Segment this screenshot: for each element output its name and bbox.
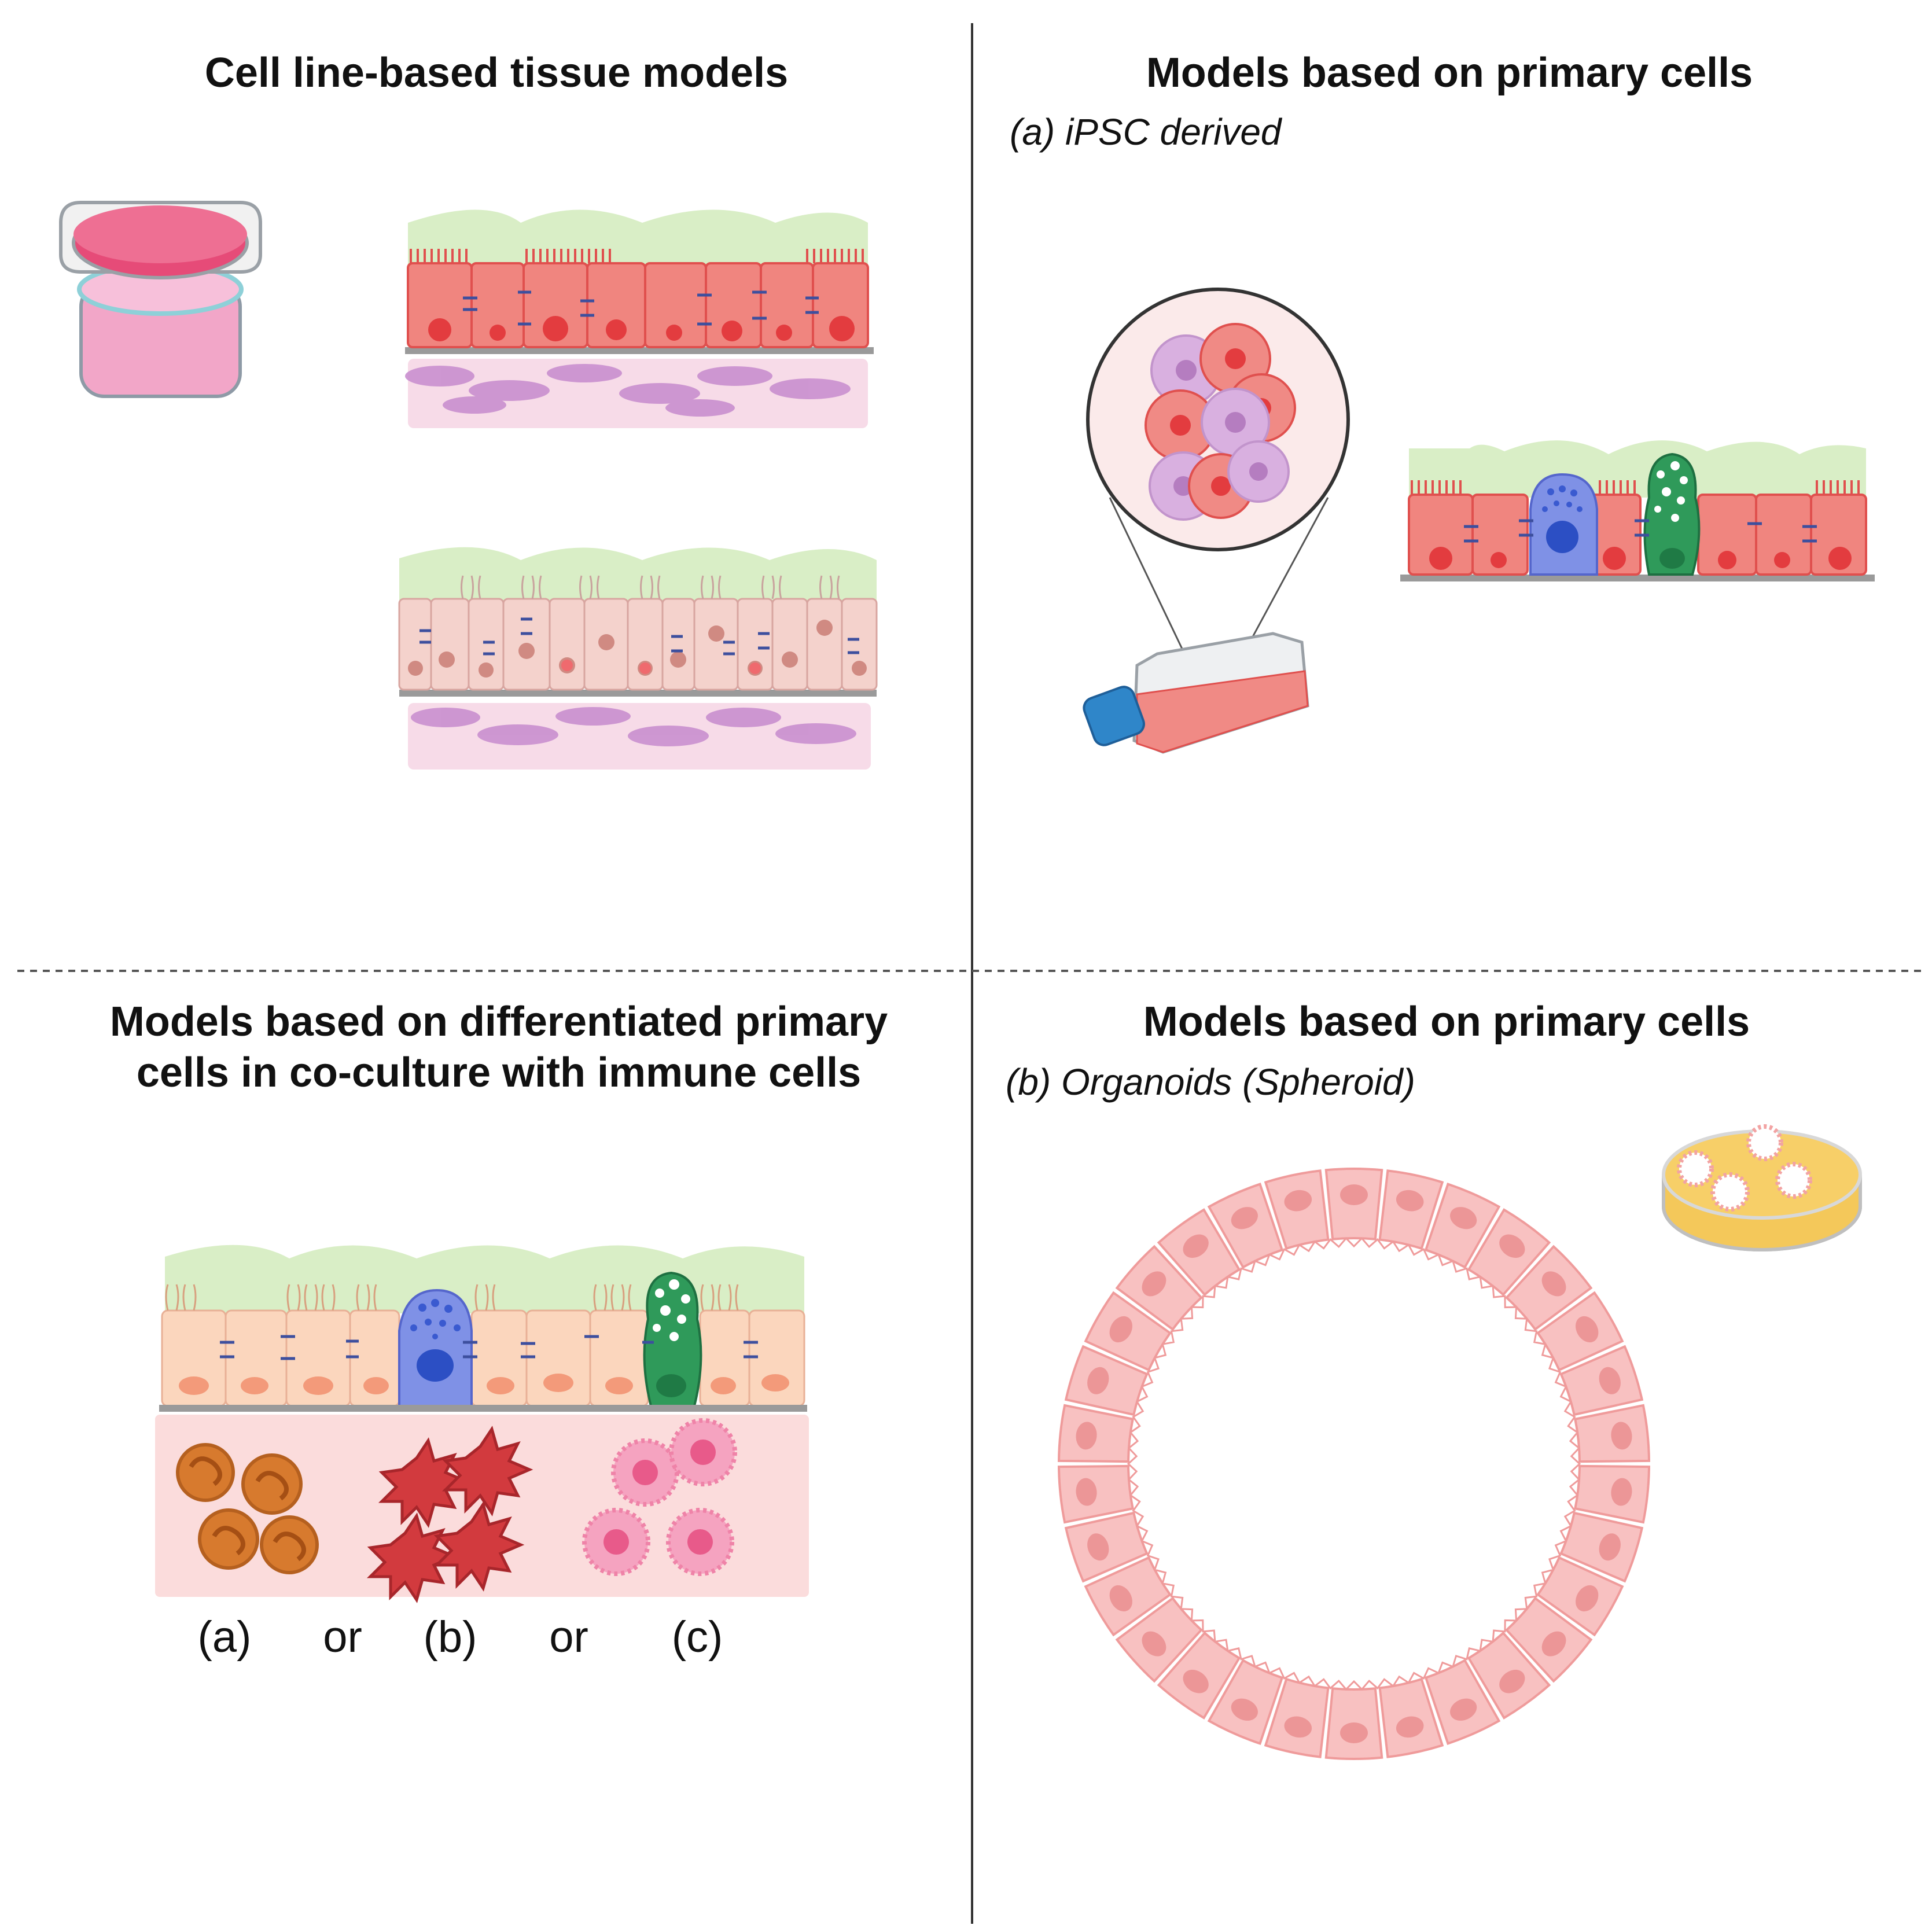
organoid-cell-nucleus (1109, 1585, 1132, 1612)
label-immune-a: (a) (198, 1613, 252, 1662)
immune-cell-compartment (155, 1415, 809, 1603)
immune-cell-type-c (582, 1418, 737, 1576)
organoid-cell-nucleus (1599, 1533, 1621, 1561)
organoid-cell-nucleus (1611, 1422, 1632, 1450)
culture-flask-icon (1083, 632, 1309, 754)
organoid-cell-nucleus (1183, 1669, 1209, 1694)
organoid-cell-nucleus (1396, 1716, 1424, 1738)
organoid-cell-nucleus (1599, 1367, 1621, 1394)
ipsc-colony-zoom (1086, 288, 1350, 551)
organoid-cell-nucleus (1396, 1190, 1424, 1212)
organoid-cell-nucleus (1284, 1716, 1312, 1738)
organoid-cell-nucleus (1231, 1698, 1258, 1721)
panel-title-co-culture-line1: Models based on differentiated primary (110, 999, 888, 1045)
organoid-cell-nucleus (1076, 1422, 1097, 1450)
organoid-lumen (1127, 1237, 1581, 1691)
organoid-cell-nucleus (1284, 1190, 1312, 1212)
organoid-cell-nucleus (1499, 1669, 1525, 1694)
organoid-cell-nucleus (1340, 1184, 1368, 1205)
immune-cell-type-a (176, 1443, 319, 1574)
organoid-cell-nucleus (1541, 1271, 1566, 1297)
organoid-cell-nucleus (1087, 1367, 1109, 1394)
organoid-cell-nucleus (1109, 1316, 1132, 1343)
organoid-cell-nucleus (1142, 1271, 1166, 1297)
label-or-1: or (323, 1613, 362, 1662)
cell-line-tissue-model-red (405, 209, 874, 428)
organoid-cell-nucleus (1611, 1478, 1632, 1506)
organoid-cell-nucleus (1499, 1234, 1525, 1258)
organoid-cell-nucleus (1087, 1533, 1109, 1561)
organoid-cell-nucleus (1183, 1234, 1209, 1258)
organoid-cell-nucleus (1450, 1207, 1477, 1229)
panel-title-primary-cells-a: Models based on primary cells (1146, 50, 1753, 96)
organoid-spheroid (1058, 1168, 1650, 1760)
organoid-cell-nucleus (1076, 1478, 1097, 1506)
panel-subtitle-organoids: (b) Organoids (Spheroid) (1006, 1061, 1415, 1103)
organoid-cell-nucleus (1576, 1316, 1599, 1343)
organoid-cell-nucleus (1142, 1631, 1166, 1656)
organoid-cell-nucleus (1231, 1207, 1258, 1229)
organoid-cell-nucleus (1450, 1698, 1477, 1721)
co-culture-epithelium (159, 1245, 807, 1412)
organoid-cell-nucleus (1576, 1585, 1599, 1612)
panel-title-co-culture-line2: cells in co-culture with immune cells (137, 1050, 861, 1096)
panel-title-cell-line: Cell line-based tissue models (205, 50, 788, 96)
label-or-2: or (549, 1613, 588, 1662)
transwell-insert-icon (59, 201, 262, 398)
organoid-cell-nucleus (1340, 1722, 1368, 1743)
immune-cell-type-b (366, 1426, 533, 1603)
ipsc-derived-epithelium (1400, 440, 1875, 581)
organoid-cell-nucleus (1541, 1631, 1566, 1656)
label-immune-b: (b) (424, 1613, 477, 1662)
label-immune-c: (c) (672, 1613, 723, 1662)
panel-title-primary-cells-b: Models based on primary cells (1143, 999, 1750, 1045)
petri-dish-organoids-icon (1662, 1124, 1862, 1251)
cell-line-tissue-model-beige (398, 547, 878, 770)
panel-subtitle-ipsc: (a) iPSC derived (1010, 111, 1283, 153)
